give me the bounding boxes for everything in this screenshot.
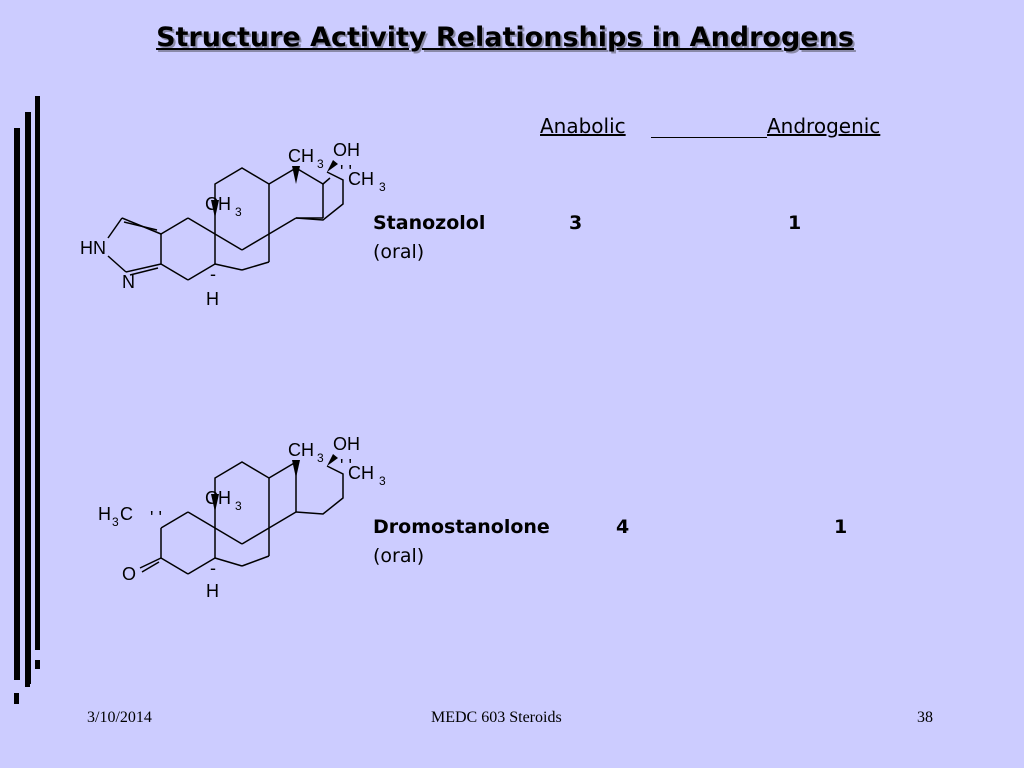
label-h: H bbox=[206, 581, 219, 601]
label-n: N bbox=[122, 272, 135, 292]
dromostanolone-bonds bbox=[139, 461, 344, 575]
wedge-bond bbox=[211, 494, 219, 512]
label-oh: OH bbox=[333, 140, 360, 160]
compound-route: (oral) bbox=[373, 545, 425, 567]
label-oh: OH bbox=[333, 434, 360, 454]
label-h3c: C bbox=[120, 504, 133, 524]
anabolic-value: 4 bbox=[616, 516, 630, 538]
hash-bond: ' ' bbox=[340, 456, 352, 476]
footer-date: 3/10/2014 bbox=[87, 709, 152, 726]
androgenic-value: 1 bbox=[788, 212, 802, 234]
hash-bond: - bbox=[210, 558, 216, 578]
label-ch3: CH bbox=[205, 194, 231, 214]
compound-route: (oral) bbox=[373, 241, 425, 263]
androgenic-value: 1 bbox=[834, 516, 848, 538]
label-h3c: H bbox=[98, 504, 111, 524]
label-subscript: 3 bbox=[379, 180, 386, 194]
label-ch3: CH bbox=[288, 146, 314, 166]
label-subscript: 3 bbox=[112, 515, 119, 529]
footer-course: MEDC 603 Steroids bbox=[431, 709, 562, 726]
wedge-bond bbox=[292, 460, 300, 478]
label-subscript: 3 bbox=[379, 474, 386, 488]
wedge-bond bbox=[327, 454, 338, 466]
label-ch3: CH bbox=[288, 440, 314, 460]
wedge-bond bbox=[327, 160, 338, 172]
header-underline-gap bbox=[651, 137, 767, 138]
wedge-bond bbox=[211, 200, 219, 218]
compound-name: Stanozolol bbox=[373, 212, 486, 234]
compound-name: Dromostanolone bbox=[373, 516, 550, 538]
label-ch3: CH bbox=[205, 488, 231, 508]
hash-bond: ' ' bbox=[150, 508, 162, 528]
dromostanolone-structure: CH 3 OH CH 3 ' ' CH 3 H 3 C ' ' O - H bbox=[98, 434, 386, 601]
label-subscript: 3 bbox=[317, 157, 324, 171]
label-ch3: CH bbox=[348, 169, 374, 189]
label-o: O bbox=[122, 564, 136, 584]
label-ch3: CH bbox=[348, 463, 374, 483]
label-subscript: 3 bbox=[235, 205, 242, 219]
stanozolol-bonds bbox=[107, 167, 344, 281]
hash-bond: ' ' bbox=[340, 162, 352, 182]
header-androgenic: Androgenic bbox=[767, 114, 881, 138]
decorative-bars bbox=[14, 96, 40, 704]
slide-title: Structure Activity Relationships in Andr… bbox=[156, 22, 854, 53]
label-h: H bbox=[206, 289, 219, 309]
label-hn: HN bbox=[80, 238, 106, 258]
stanozolol-structure: CH 3 OH CH 3 ' ' CH 3 HN N - H bbox=[80, 140, 386, 309]
wedge-bond bbox=[292, 166, 300, 184]
label-subscript: 3 bbox=[317, 451, 324, 465]
anabolic-value: 3 bbox=[569, 212, 583, 234]
hash-bond: - bbox=[210, 264, 216, 284]
header-anabolic: Anabolic bbox=[540, 114, 626, 138]
footer-page-number: 38 bbox=[917, 709, 933, 726]
label-subscript: 3 bbox=[235, 499, 242, 513]
